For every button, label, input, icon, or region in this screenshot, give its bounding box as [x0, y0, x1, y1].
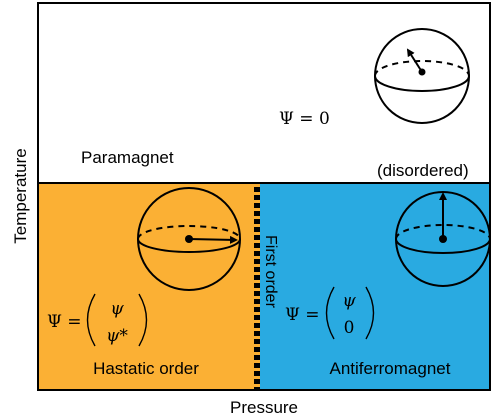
paramagnet-region — [38, 3, 490, 183]
antiferromagnet-order-parameter: Ψ = ψ 0 — [285, 286, 375, 340]
hastatic-order-parameter: Ψ = ψ ψ* — [47, 293, 148, 347]
disordered-label: (disordered) — [377, 161, 469, 180]
bloch-sphere-icon-disordered — [374, 28, 470, 124]
paramagnet-label: Paramagnet — [81, 148, 174, 167]
bloch-sphere-icon-antiferromagnet — [395, 191, 491, 287]
plot-frame — [37, 2, 491, 391]
x-axis-label: Pressure — [230, 398, 298, 417]
hastatic-label: Hastatic order — [93, 359, 199, 378]
bloch-sphere-icon-hastatic — [137, 187, 241, 291]
antiferromagnet-region — [257, 183, 490, 390]
svg-text:ψ: ψ — [110, 299, 124, 319]
y-axis-label: Temperature — [11, 148, 30, 243]
hastatic-region — [38, 183, 257, 390]
svg-text:0: 0 — [344, 318, 355, 338]
svg-text:ψ*: ψ* — [106, 326, 128, 346]
first-order-label: First order — [262, 235, 279, 309]
svg-text:Ψ =: Ψ = — [47, 312, 82, 332]
svg-text:Ψ =: Ψ = — [285, 305, 320, 325]
svg-text:ψ: ψ — [342, 291, 356, 311]
first-order-boundary-background — [254, 183, 260, 390]
antiferromagnet-label: Antiferromagnet — [330, 359, 451, 378]
paramagnet-order-parameter: Ψ = 0 — [279, 109, 330, 129]
